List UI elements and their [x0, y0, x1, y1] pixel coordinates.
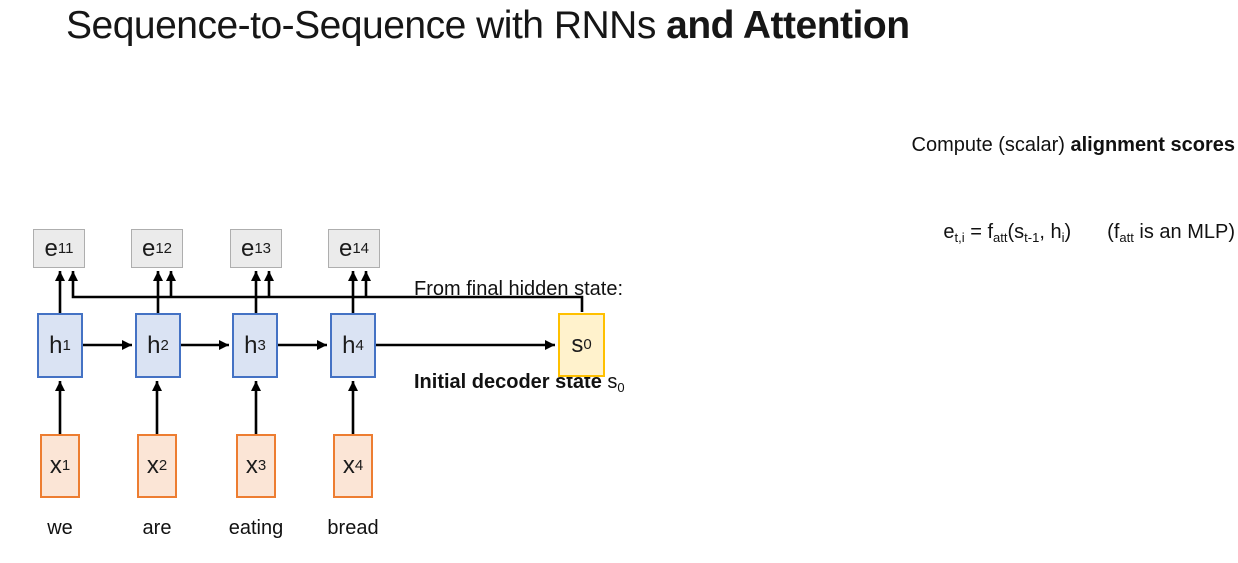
slide-title: Sequence-to-Sequence with RNNs and Atten… [66, 4, 910, 48]
title-regular: Sequence-to-Sequence with RNNs [66, 4, 667, 47]
input-word-bread: bread [327, 517, 379, 539]
input-word-we: we [47, 517, 73, 539]
alignment-note-line1-bold: alignment scores [1070, 134, 1235, 156]
decoder-note-line1: From final hidden state: [414, 278, 623, 300]
alignment-note-line1: Compute (scalar) alignment scores [912, 131, 1235, 160]
input-word-are: are [142, 517, 172, 539]
arrows-input-to-hidden [55, 381, 358, 434]
alignment-note: Compute (scalar) alignment scores et,i =… [912, 73, 1235, 305]
title-bold: and Attention [666, 4, 910, 47]
alignment-note-line1-regular: Compute (scalar) [911, 134, 1071, 156]
alignment-formula: et,i = fatt(st-1, hi)(fatt is an MLP) [943, 221, 1235, 245]
arrows-hidden-to-score [55, 271, 358, 313]
decoder-note-line2: Initial decoder state s0 [414, 371, 625, 395]
input-word-eating: eating [228, 517, 284, 539]
